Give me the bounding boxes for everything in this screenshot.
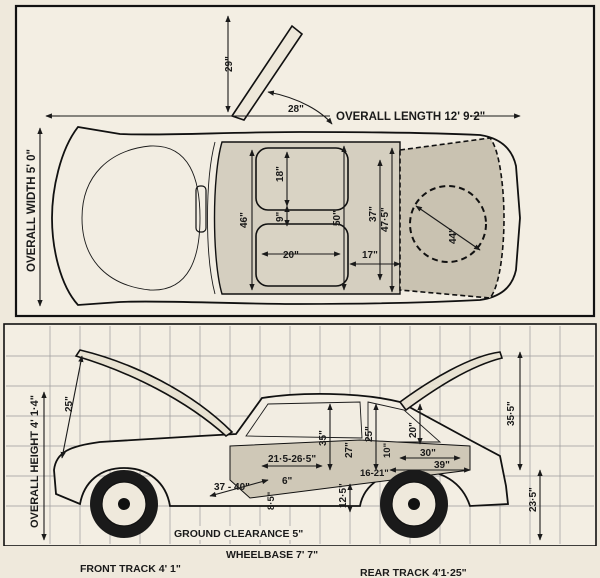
bonnet-open-line [60, 355, 84, 459]
headroom-front-label: 35" [318, 430, 329, 446]
plan-luggage-area [399, 137, 505, 299]
pedal-reach-label: 37 - 40" [214, 482, 250, 493]
tailgate-height-label: 35·5" [506, 401, 517, 426]
heel-height-label: 6" [282, 476, 293, 487]
plan-spare-wheel-circle [409, 185, 487, 263]
side-open-bonnet [74, 349, 234, 438]
bonnet-height-label: 29" [224, 56, 235, 72]
rear-width-a-label: 37" [368, 206, 379, 222]
side-view: OVERALL HEIGHT 4' 1·4" 25" 35·5" 35" 25"… [3, 323, 597, 557]
bonnet-depth-arc [267, 90, 333, 125]
legroom-label: 21·5-26·5" [268, 454, 316, 465]
seat-width-label: 20" [283, 250, 299, 261]
luggage-floor-label: 39" [434, 460, 450, 471]
pedal-reach-line [209, 479, 269, 497]
sill-height-label: 12·5" [338, 483, 349, 508]
seat-gap-label: 9" [275, 211, 286, 222]
overall-width-label: OVERALL WIDTH 5' 0" [26, 149, 38, 272]
side-windows [245, 401, 442, 443]
overall-length-label: OVERALL LENGTH 12' 9·2" [336, 111, 485, 123]
seat-height-label: 27" [344, 442, 355, 458]
rear-height-label: 23·5" [528, 487, 539, 512]
front-track-label: FRONT TRACK 4' 1" [80, 563, 181, 575]
rear-seat-depth-label: 16-21" [360, 468, 389, 479]
plan-seat-right [255, 223, 349, 287]
rear-headroom-label: 20" [408, 422, 419, 438]
bonnet-open-label: 25" [64, 396, 75, 412]
plan-open-bonnet [230, 24, 304, 121]
plan-seat-left [255, 147, 349, 211]
seat-depth-label: 18" [275, 166, 286, 182]
cabin-front-width-label: 46" [239, 212, 250, 228]
rear-track-label: REAR TRACK 4'1·25" [360, 567, 467, 578]
ground-clearance-label: GROUND CLEARANCE 5" [174, 528, 303, 540]
rear-seat-height-label: 10" [382, 443, 393, 458]
plan-grille [195, 185, 207, 233]
bottom-strip: WHEELBASE 7' 7" FRONT TRACK 4' 1" REAR T… [0, 546, 600, 578]
luggage-length-label: 30" [420, 448, 436, 459]
plan-view: OVERALL LENGTH 12' 9·2" OVERALL WIDTH 5'… [14, 4, 596, 318]
plan-windscreen [207, 141, 216, 295]
cabin-rear-width-label: 50" [332, 210, 343, 226]
rear-wheel [380, 470, 448, 538]
rear-width-b-label: 47·5" [380, 207, 391, 232]
overall-height-label: OVERALL HEIGHT 4' 1·4" [29, 395, 41, 528]
cushion-height-label: 8·5" [266, 492, 277, 510]
wheelbase-label: WHEELBASE 7' 7" [226, 549, 318, 561]
plan-bonnet-outline [81, 145, 201, 291]
rear-depth-label: 17" [362, 250, 378, 261]
tailgate-circle-label: 44" [448, 228, 459, 244]
headroom-rear-label: 25" [364, 426, 375, 442]
side-open-tailgate [398, 351, 504, 412]
tailgate-circle-line [415, 205, 481, 251]
bonnet-depth-label: 28" [288, 104, 304, 115]
front-wheel [90, 470, 158, 538]
